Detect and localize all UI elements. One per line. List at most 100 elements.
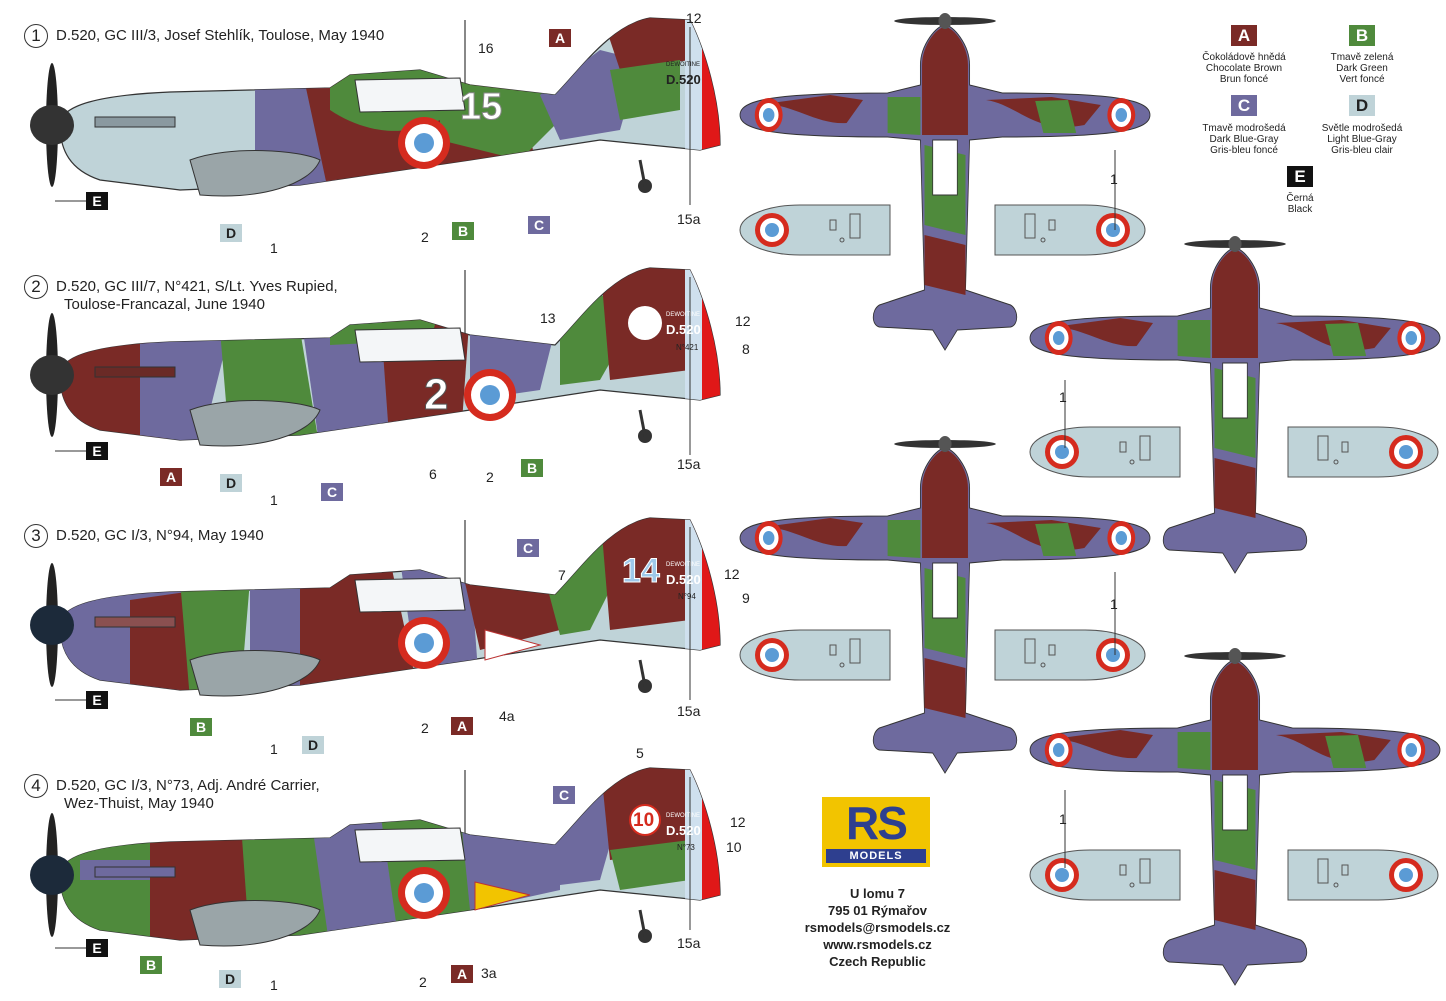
callout-label: 1 — [270, 240, 278, 256]
callout-label: 5 — [636, 745, 644, 761]
callout-label: 16 — [478, 40, 494, 56]
side-view-2 — [30, 267, 721, 447]
callout-label: 1 — [270, 741, 278, 757]
color-tag-a: A — [549, 29, 571, 47]
plan-view-4-under-left — [1030, 850, 1180, 900]
callout-label: 1 — [1059, 389, 1067, 405]
scheme-4-subtitle: Wez-Thuist, May 1940 — [64, 795, 214, 812]
callout-label: 2 — [421, 229, 429, 245]
plan-view-2-under-right — [1288, 427, 1438, 477]
color-tag-c: C — [528, 216, 550, 234]
scheme-2-subtitle: Toulose-Francazal, June 1940 — [64, 296, 265, 313]
callout-label: 8 — [742, 341, 750, 357]
color-tag-d: D — [220, 224, 242, 242]
plan-view-1-under-left — [740, 205, 890, 255]
color-tag-e: E — [86, 939, 108, 957]
callout-label: 1 — [1110, 171, 1118, 187]
plan-view-1-under-right — [995, 205, 1145, 255]
aircraft-code-2: 2 — [423, 370, 449, 420]
callout-label: 10 — [726, 839, 742, 855]
color-tag-d: D — [220, 474, 242, 492]
tail-serial-4: N°73 — [677, 843, 695, 852]
callout-label: 1 — [1059, 811, 1067, 827]
color-tag-a: A — [160, 468, 182, 486]
legend-swatch-b: B — [1349, 25, 1375, 46]
address-city: 795 01 Rýmařov — [827, 903, 927, 918]
callout-label: 15a — [677, 456, 701, 472]
legend-swatch-a: A — [1231, 25, 1257, 46]
callout-label: 2 — [419, 974, 427, 990]
color-tag-b: B — [521, 459, 543, 477]
color-tag-c: C — [553, 786, 575, 804]
plan-view-1-top — [740, 13, 1150, 350]
callout-label: 15a — [677, 703, 701, 719]
legend-swatch-e: E — [1287, 166, 1313, 187]
tail-type-2: D.520 — [666, 322, 701, 337]
tail-type-4: D.520 — [666, 823, 701, 838]
scheme-number: 1 — [24, 24, 48, 48]
callout-label: 15a — [677, 935, 701, 951]
scheme-number: 4 — [24, 774, 48, 798]
callout-label: 7 — [558, 567, 566, 583]
callout-label: 12 — [735, 313, 751, 329]
color-tag-b: B — [190, 718, 212, 736]
color-tag-e: E — [86, 691, 108, 709]
callout-label: 1 — [270, 492, 278, 508]
side-view-3 — [30, 517, 721, 697]
address-email: rsmodels@rsmodels.cz — [804, 920, 951, 935]
tail-maker-1: DEWOITINE — [666, 62, 700, 68]
side-view-4 — [30, 767, 721, 947]
color-tag-b: B — [452, 222, 474, 240]
plan-view-3-top — [740, 436, 1150, 773]
color-tag-b: B — [140, 956, 162, 974]
plan-view-2-under-left — [1030, 427, 1180, 477]
callout-label: 15a — [677, 211, 701, 227]
plan-view-3-under-left — [740, 630, 890, 680]
callout-label: 12 — [724, 566, 740, 582]
aircraft-code-3: 14 — [622, 552, 661, 591]
callout-label: 9 — [742, 590, 750, 606]
callout-label: 3a — [481, 965, 497, 981]
callout-label: 12 — [730, 814, 746, 830]
callout-label: 1 — [270, 977, 278, 993]
tail-maker-3: DEWOITINE — [666, 562, 700, 568]
address-website: www.rsmodels.cz — [823, 937, 932, 952]
address-country: Czech Republic — [829, 954, 926, 969]
legend-swatch-d: D — [1349, 95, 1375, 116]
callout-label: 4a — [499, 708, 515, 724]
color-tag-c: C — [321, 483, 343, 501]
callout-label: 6 — [429, 466, 437, 482]
color-tag-a: A — [451, 965, 473, 983]
color-tag-d: D — [219, 970, 241, 988]
company-address: U lomu 7 795 01 Rýmařov rsmodels@rsmodel… — [790, 885, 965, 970]
callout-label: 12 — [686, 10, 702, 26]
callout-label: 13 — [540, 310, 556, 326]
aircraft-code-4: 10 — [633, 810, 655, 831]
tail-serial-3: N°94 — [678, 592, 696, 601]
scheme-number: 2 — [24, 275, 48, 299]
plan-view-4-under-right — [1288, 850, 1438, 900]
plan-view-3-under-right — [995, 630, 1145, 680]
scheme-number: 3 — [24, 524, 48, 548]
callout-label: 1 — [1110, 596, 1118, 612]
color-tag-d: D — [302, 736, 324, 754]
side-view-1 — [30, 17, 721, 197]
callout-label: 2 — [486, 469, 494, 485]
callout-label: 2 — [421, 720, 429, 736]
address-street: U lomu 7 — [850, 886, 905, 901]
tail-type-1: D.520 — [666, 72, 701, 87]
tail-maker-4: DEWOITINE — [666, 813, 700, 819]
tail-type-3: D.520 — [666, 572, 701, 587]
color-tag-e: E — [86, 192, 108, 210]
tail-serial-2: N°421 — [676, 343, 699, 352]
